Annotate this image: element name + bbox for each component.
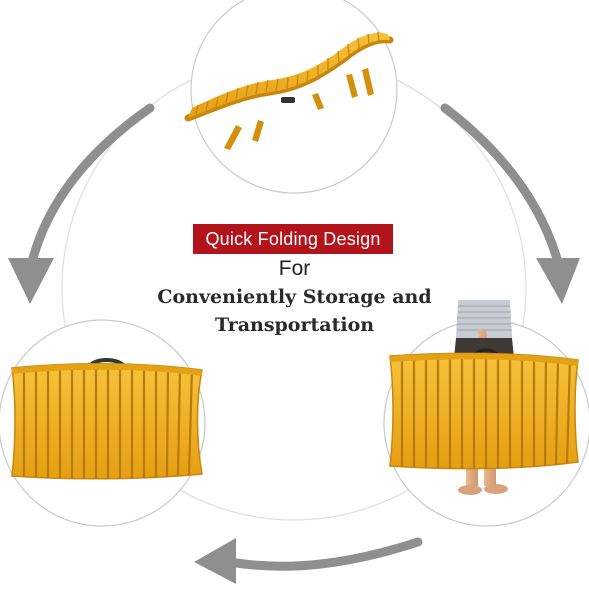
arrow-right-down-icon	[440, 103, 580, 304]
tagline-line-1: Conveniently Storage and	[157, 286, 432, 308]
tagline: Conveniently Storage and Transportation	[0, 283, 589, 339]
feature-badge: Quick Folding Design	[193, 224, 393, 254]
step-carried-circle	[383, 300, 589, 527]
carried-chair	[389, 300, 579, 495]
step-folded-circle	[0, 319, 206, 527]
arrow-bottom-left-icon	[194, 537, 423, 584]
folded-chair	[11, 358, 203, 480]
unfolded-chaise-lounge	[184, 31, 394, 150]
tagline-line-2: Transportation	[214, 314, 375, 336]
connector-text: For	[278, 257, 311, 280]
arrow-left-down-icon	[8, 103, 155, 304]
step-unfolded-circle	[184, 0, 398, 194]
